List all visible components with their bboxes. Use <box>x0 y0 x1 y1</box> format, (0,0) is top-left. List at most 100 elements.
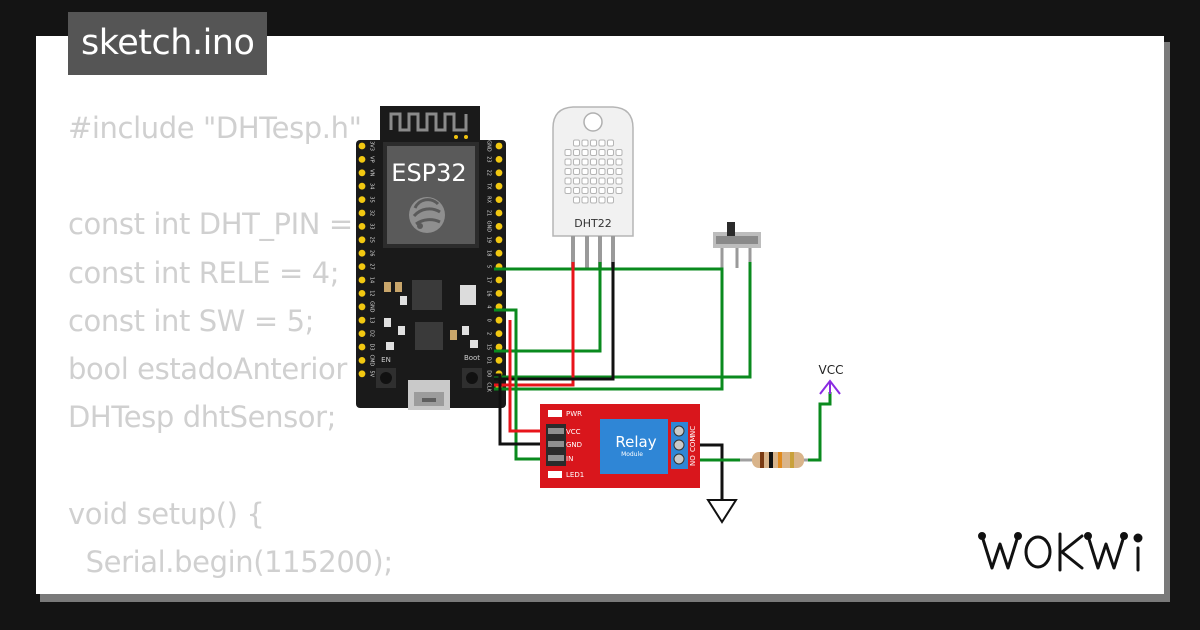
left-pin-label: D3 <box>369 343 375 350</box>
vcc-label: VCC <box>819 363 844 377</box>
left-pin[interactable] <box>358 303 366 311</box>
right-pin[interactable] <box>495 276 503 284</box>
left-pin-label: 32 <box>369 210 375 216</box>
screw-terminal <box>671 422 688 469</box>
file-tab[interactable]: sketch.ino <box>68 12 268 75</box>
right-pin[interactable] <box>495 330 503 337</box>
grille-slot <box>607 196 614 204</box>
grille-slot <box>573 139 580 147</box>
left-pin[interactable] <box>358 182 366 190</box>
left-pin-label: 25 <box>369 237 375 243</box>
grille-slot <box>590 158 597 166</box>
right-pin-label: D1 <box>486 357 492 364</box>
grille-slot <box>607 139 614 147</box>
relay-pin-gnd: GND <box>566 441 582 449</box>
left-pin[interactable] <box>358 357 366 364</box>
grille-slot <box>615 168 623 175</box>
right-pin-label: 4 <box>486 305 492 308</box>
relay-module[interactable]: VCC GND IN PWR LED1 Relay Module NO COM … <box>540 404 700 488</box>
right-pin[interactable] <box>495 249 503 257</box>
relay-pwr-label: PWR <box>566 410 582 418</box>
left-pin[interactable] <box>358 196 366 204</box>
left-pin-label: VP <box>369 156 375 162</box>
terminal-nc: NC <box>689 426 697 436</box>
grille-slot <box>573 149 580 156</box>
terminal-com: COM <box>689 436 697 452</box>
grille-slot <box>564 177 572 185</box>
right-pin[interactable] <box>495 196 503 204</box>
right-pin-label: 22 <box>486 170 492 176</box>
right-pin[interactable] <box>495 357 503 364</box>
right-pin[interactable] <box>495 290 503 297</box>
grille-slot <box>573 158 580 166</box>
left-pin-label: VN <box>369 169 375 176</box>
left-pin[interactable] <box>358 370 366 378</box>
slide-switch[interactable] <box>713 222 761 268</box>
esp32-module: ESP32 <box>383 142 479 248</box>
right-pin[interactable] <box>495 316 503 324</box>
left-pin[interactable] <box>358 330 366 337</box>
right-pin[interactable] <box>495 343 503 351</box>
sensor-label: DHT22 <box>574 217 611 230</box>
resistor[interactable] <box>740 452 808 468</box>
wire-ground <box>494 373 552 446</box>
grille-slot <box>573 168 580 175</box>
left-pin[interactable] <box>358 156 366 163</box>
boot-button[interactable]: Boot <box>462 354 482 388</box>
wire-power <box>508 320 552 433</box>
wire-signal <box>805 392 832 462</box>
right-pin[interactable] <box>495 182 503 190</box>
left-pin[interactable] <box>358 276 366 284</box>
grille-slot <box>607 158 614 166</box>
relay-pin-header <box>546 424 566 466</box>
left-pin[interactable] <box>358 343 366 351</box>
grille-slot <box>607 187 614 194</box>
left-pin-label: 13 <box>369 317 375 323</box>
left-pin-label: 26 <box>369 250 375 256</box>
espressif-icon <box>409 197 445 233</box>
left-pin[interactable] <box>358 263 366 270</box>
grille-slot <box>581 149 589 156</box>
right-pin-label: TX <box>486 182 492 190</box>
right-pin-label: 15 <box>486 344 492 350</box>
left-pin-label: 14 <box>369 277 375 283</box>
right-pin[interactable] <box>495 142 503 150</box>
grille-slot <box>598 139 606 147</box>
right-pin[interactable] <box>495 236 503 244</box>
right-pin[interactable] <box>495 223 503 230</box>
left-pin[interactable] <box>358 169 366 177</box>
right-pin-label: 17 <box>486 277 492 283</box>
right-pin-label: D0 <box>486 370 492 377</box>
left-pin[interactable] <box>358 316 366 324</box>
relay-pin-in: IN <box>566 455 573 463</box>
wire-power <box>494 262 575 387</box>
left-pin-label: CMD <box>369 355 375 367</box>
wifi-antenna <box>380 106 480 142</box>
code-line: const int SW = 5; <box>68 303 315 338</box>
right-pin[interactable] <box>495 169 503 177</box>
left-pin-label: 35 <box>369 196 375 202</box>
esp32-board[interactable]: ESP32 3V3VPVN343532332526271412GND13D2D3… <box>356 106 506 410</box>
vcc-icon: VCC <box>819 363 844 395</box>
left-pin[interactable] <box>358 236 366 244</box>
board-label: ESP32 <box>391 159 466 187</box>
left-pin[interactable] <box>358 142 366 150</box>
right-pin[interactable] <box>495 156 503 163</box>
en-button[interactable]: EN <box>376 356 396 388</box>
wire-signal <box>494 262 752 379</box>
left-pin[interactable] <box>358 223 366 230</box>
left-pin[interactable] <box>358 249 366 257</box>
code-line: const int RELE = 4; <box>68 255 340 290</box>
left-pin[interactable] <box>358 209 366 217</box>
left-pin[interactable] <box>358 290 366 297</box>
relay-led-label: LED1 <box>566 471 584 479</box>
grille-slot <box>607 149 614 156</box>
code-line: Serial.begin(115200); <box>68 544 393 579</box>
dht22-sensor[interactable]: DHT22 <box>552 106 634 268</box>
grille-slot <box>590 139 597 147</box>
boot-button-label: Boot <box>464 354 480 362</box>
terminal-no: NO <box>689 455 697 466</box>
right-pin[interactable] <box>495 209 503 217</box>
status-led <box>548 471 562 478</box>
